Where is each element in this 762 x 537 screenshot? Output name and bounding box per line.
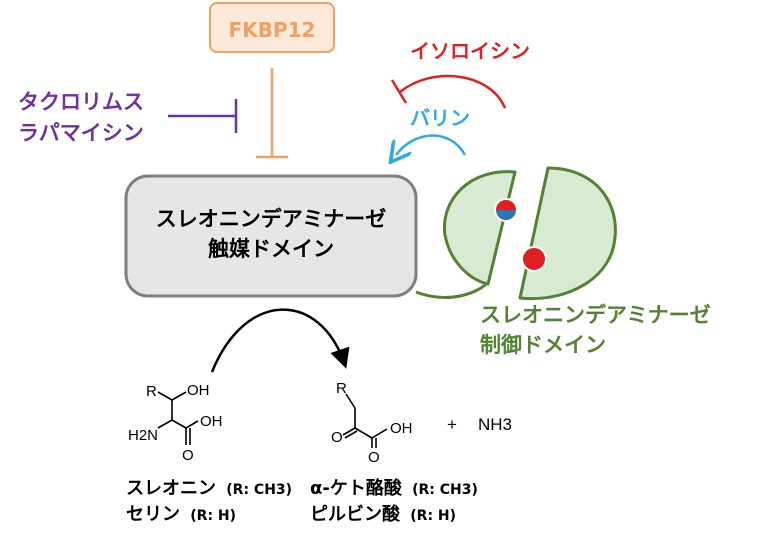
- regulatory-domain-line1: スレオニンデアミナーゼ: [480, 303, 711, 327]
- drug-inhibition-line: [168, 99, 238, 133]
- catalytic-domain-line2: 触媒ドメイン: [208, 237, 334, 261]
- substrate-nh2-label: H2N: [128, 427, 158, 444]
- tacrolimus-label: タクロリムス: [18, 90, 144, 114]
- reaction-arrow: [210, 308, 350, 373]
- product-name-ketobutyrate: α-ケト酪酸 (R: CH3): [310, 477, 478, 499]
- substrate-o-label: O: [182, 447, 194, 464]
- plus-sign: +: [447, 415, 457, 434]
- product-o-left-label: O: [331, 429, 343, 446]
- substrate-r-label: R: [146, 383, 157, 400]
- fkbp12-label: FKBP12: [229, 18, 316, 42]
- substrate-structure: [157, 391, 199, 445]
- valine-label: バリン: [410, 106, 470, 130]
- regulatory-domain-line2: 制御ドメイン: [480, 333, 606, 357]
- valine-binding-site-icon: [494, 198, 518, 222]
- rapamycin-label: ラパマイシン: [18, 121, 144, 145]
- product-structure: [342, 393, 388, 448]
- substrate-oh-label: OH: [187, 382, 210, 399]
- fkbp12-inhibition-line: [256, 68, 288, 159]
- catalytic-domain-line1: スレオニンデアミナーゼ: [156, 207, 387, 231]
- substrate-name-threonine: スレオニン (R: CH3): [126, 478, 292, 499]
- product-oh-label: OH: [390, 420, 413, 437]
- substrate-name-serine: セリン (R: H): [126, 504, 236, 525]
- isoleucine-label: イソロイシン: [410, 39, 530, 63]
- valine-activation-arc: [396, 134, 467, 155]
- isoleucine-binding-site-icon: [521, 246, 547, 272]
- product-r-label: R: [336, 380, 347, 397]
- substrate-cooh-label: OH: [200, 413, 223, 430]
- product-name-pyruvate: ピルビン酸 (R: H): [310, 503, 456, 525]
- regulatory-domain-shape: [415, 166, 617, 301]
- product-o-bottom-label: O: [368, 449, 380, 466]
- ammonia-label: NH3: [478, 415, 512, 434]
- catalytic-domain-box: スレオニンデアミナーゼ 触媒ドメイン: [124, 174, 418, 298]
- isoleucine-inhibition-arc: [390, 74, 507, 109]
- fkbp12-box: FKBP12: [209, 2, 335, 53]
